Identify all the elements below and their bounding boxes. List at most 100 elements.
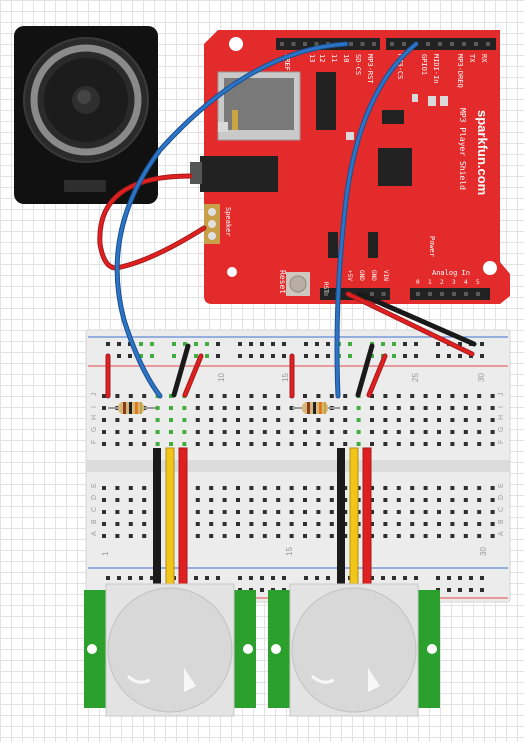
row-label: E: [498, 483, 505, 488]
breadboard-hole: [396, 498, 401, 502]
breadboard-hole: [195, 418, 200, 422]
analog-pin-3: 3: [452, 279, 456, 286]
breadboard-hole: [396, 534, 401, 538]
breadboard-hole: [303, 418, 307, 422]
pin-label-10: 10: [342, 54, 350, 62]
breadboard-hole: [216, 342, 220, 346]
breadboard-hole: [222, 406, 227, 410]
speaker-pin-3: [208, 232, 216, 240]
breadboard-hole: [142, 442, 147, 446]
header-pin: [280, 42, 284, 46]
bottom-pin-labels: RST +5V GND GND VIN: [322, 270, 389, 293]
breadboard-hole: [194, 342, 198, 346]
crystal: [382, 110, 404, 124]
breadboard-hole: [222, 522, 227, 526]
breadboard-hole: [436, 354, 440, 358]
resistor-1-band-2: [129, 402, 132, 414]
row-label: C: [91, 507, 98, 512]
header-pin: [381, 292, 386, 296]
breadboard-hole: [249, 576, 253, 580]
pin-label-mp3-dreq: MP3-DREQ: [456, 54, 464, 88]
breadboard-hole: [289, 406, 294, 410]
breadboard-hole: [480, 354, 484, 358]
breadboard-hole: [209, 442, 214, 446]
pir-leads-1: [153, 447, 188, 589]
breadboard-hole: [236, 534, 240, 538]
breadboard-hole: [115, 510, 120, 514]
breadboard-hole: [222, 534, 227, 538]
breadboard-hole: [276, 394, 281, 398]
breadboard-hole: [102, 394, 106, 398]
breadboard-hole: [195, 522, 200, 526]
header-pin: [462, 42, 466, 46]
breadboard-hole: [450, 522, 455, 526]
breadboard-hole: [106, 576, 110, 580]
header-pin: [474, 42, 478, 46]
resistor-1-band-3: [135, 402, 138, 414]
breadboard-hole: [150, 354, 154, 358]
breadboard-hole: [370, 510, 374, 514]
pin-label-vin: VIN: [382, 270, 389, 281]
breadboard-hole: [102, 442, 106, 446]
pir-2-lead-signal: [349, 447, 359, 589]
breadboard-hole: [115, 498, 120, 502]
header-pin: [291, 42, 296, 46]
breadboard-hole: [262, 418, 267, 422]
col-label-10: 10: [217, 373, 226, 382]
breadboard-hole: [356, 522, 361, 526]
reset-button-icon[interactable]: [286, 272, 310, 296]
breadboard-hole: [396, 406, 401, 410]
pir-1-lead-gnd: [153, 448, 161, 588]
pir-sensor-icon: [84, 583, 256, 717]
breadboard-hole: [276, 498, 281, 502]
resistor-2-band-4: [324, 402, 326, 414]
breadboard-hole: [276, 418, 281, 422]
breadboard-hole: [128, 534, 133, 538]
breadboard-hole: [316, 498, 321, 502]
breadboard-hole: [490, 534, 495, 538]
breadboard-hole: [249, 430, 254, 434]
breadboard-hole: [128, 442, 133, 446]
pir-1-dome: [107, 587, 233, 713]
breadboard-hole: [304, 342, 308, 346]
breadboard-hole: [326, 342, 330, 346]
signal-wire-2: [335, 42, 418, 398]
capacitor-2: [368, 232, 378, 258]
row-label: A: [498, 531, 505, 536]
reset-label: Reset: [278, 270, 287, 294]
breadboard-hole: [343, 442, 348, 446]
breadboard-hole: [410, 522, 415, 526]
breadboard-hole: [289, 498, 294, 502]
breadboard-hole: [102, 430, 106, 434]
breadboard-hole: [262, 498, 267, 502]
smd-part-2: [412, 94, 418, 102]
power-wires: [345, 291, 477, 357]
breadboard-hole: [142, 418, 147, 422]
resistor-1: [108, 402, 156, 414]
breadboard-hole: [262, 406, 267, 410]
breadboard-hole: [383, 418, 388, 422]
breadboard-hole: [316, 442, 321, 446]
breadboard-hole: [262, 534, 267, 538]
breadboard-hole: [356, 406, 361, 410]
header-pin: [426, 42, 430, 46]
header-pin: [314, 42, 319, 46]
breadboard-hole: [102, 418, 106, 422]
breadboard-hole: [490, 430, 495, 434]
breadboard-hole: [236, 498, 240, 502]
breadboard-hole: [128, 394, 133, 398]
row-label: H: [498, 415, 505, 420]
breadboard-hole: [155, 406, 160, 410]
breadboard-hole: [423, 498, 428, 502]
breadboard-hole: [450, 534, 455, 538]
breadboard-hole: [205, 354, 209, 358]
resistor-2-band-3: [319, 402, 322, 414]
breadboard-hole: [117, 354, 121, 358]
breadboard-hole: [205, 342, 209, 346]
row-label: D: [91, 495, 98, 500]
breadboard-hole: [370, 354, 374, 358]
pin-label-11: 11: [330, 54, 338, 62]
breadboard-hole: [169, 406, 173, 410]
breadboard-hole: [209, 510, 214, 514]
